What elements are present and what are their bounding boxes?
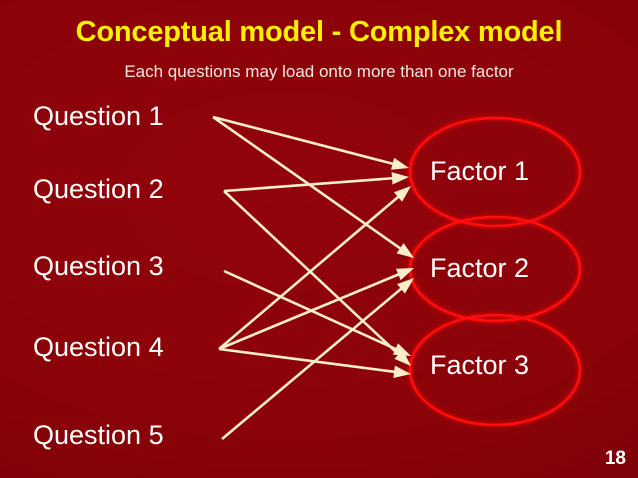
question-label-1: Question 1 — [33, 101, 164, 131]
factor-label-1: Factor 1 — [430, 156, 530, 186]
question-label-5: Question 5 — [33, 420, 164, 450]
page-subtitle: Each questions may load onto more than o… — [124, 62, 514, 81]
factor-label-3: Factor 3 — [430, 350, 530, 380]
question-label-3: Question 3 — [33, 251, 164, 281]
factor-label-2: Factor 2 — [430, 253, 530, 283]
factor-ellipse-1 — [408, 116, 582, 228]
question-label-2: Question 2 — [33, 174, 164, 204]
question-label-4: Question 4 — [33, 332, 164, 362]
page-number: 18 — [604, 448, 626, 469]
page-title: Conceptual model - Complex model — [75, 16, 563, 48]
